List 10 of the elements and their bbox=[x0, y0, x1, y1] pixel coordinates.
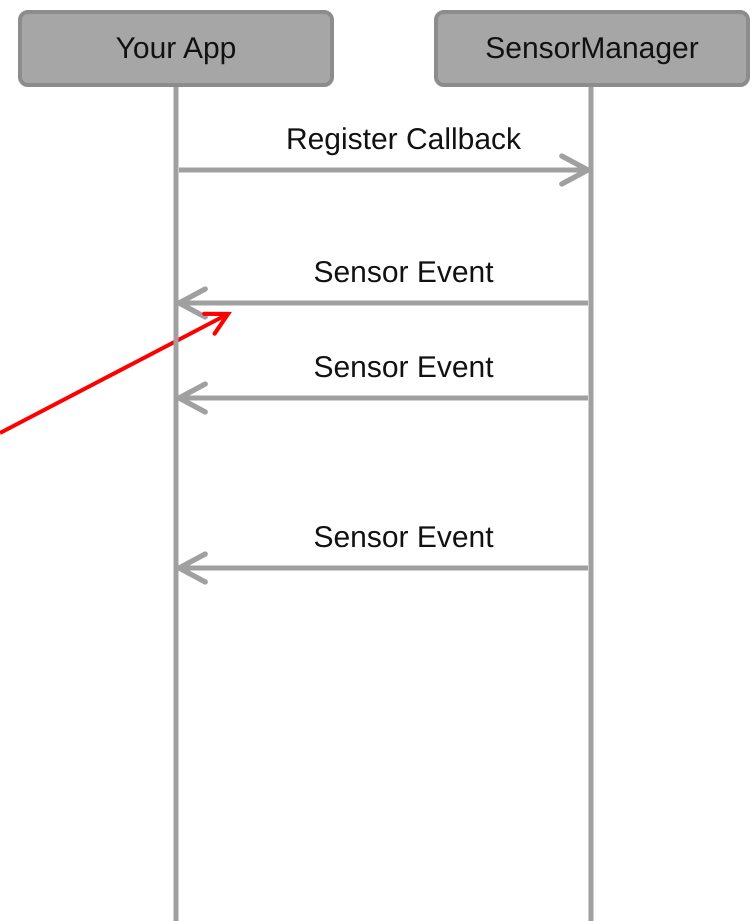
participant-box: SensorManager bbox=[434, 10, 750, 87]
edge-label: Sensor Event bbox=[313, 521, 494, 555]
edge-label: Sensor Event bbox=[313, 351, 494, 385]
message-arrow bbox=[176, 551, 588, 585]
edge-label: Register Callback bbox=[286, 123, 522, 157]
message-arrow bbox=[179, 153, 591, 187]
participant-box: Your App bbox=[18, 10, 334, 87]
edge-label: Sensor Event bbox=[313, 256, 494, 290]
message-arrow bbox=[176, 381, 588, 415]
message-arrow bbox=[176, 286, 588, 320]
